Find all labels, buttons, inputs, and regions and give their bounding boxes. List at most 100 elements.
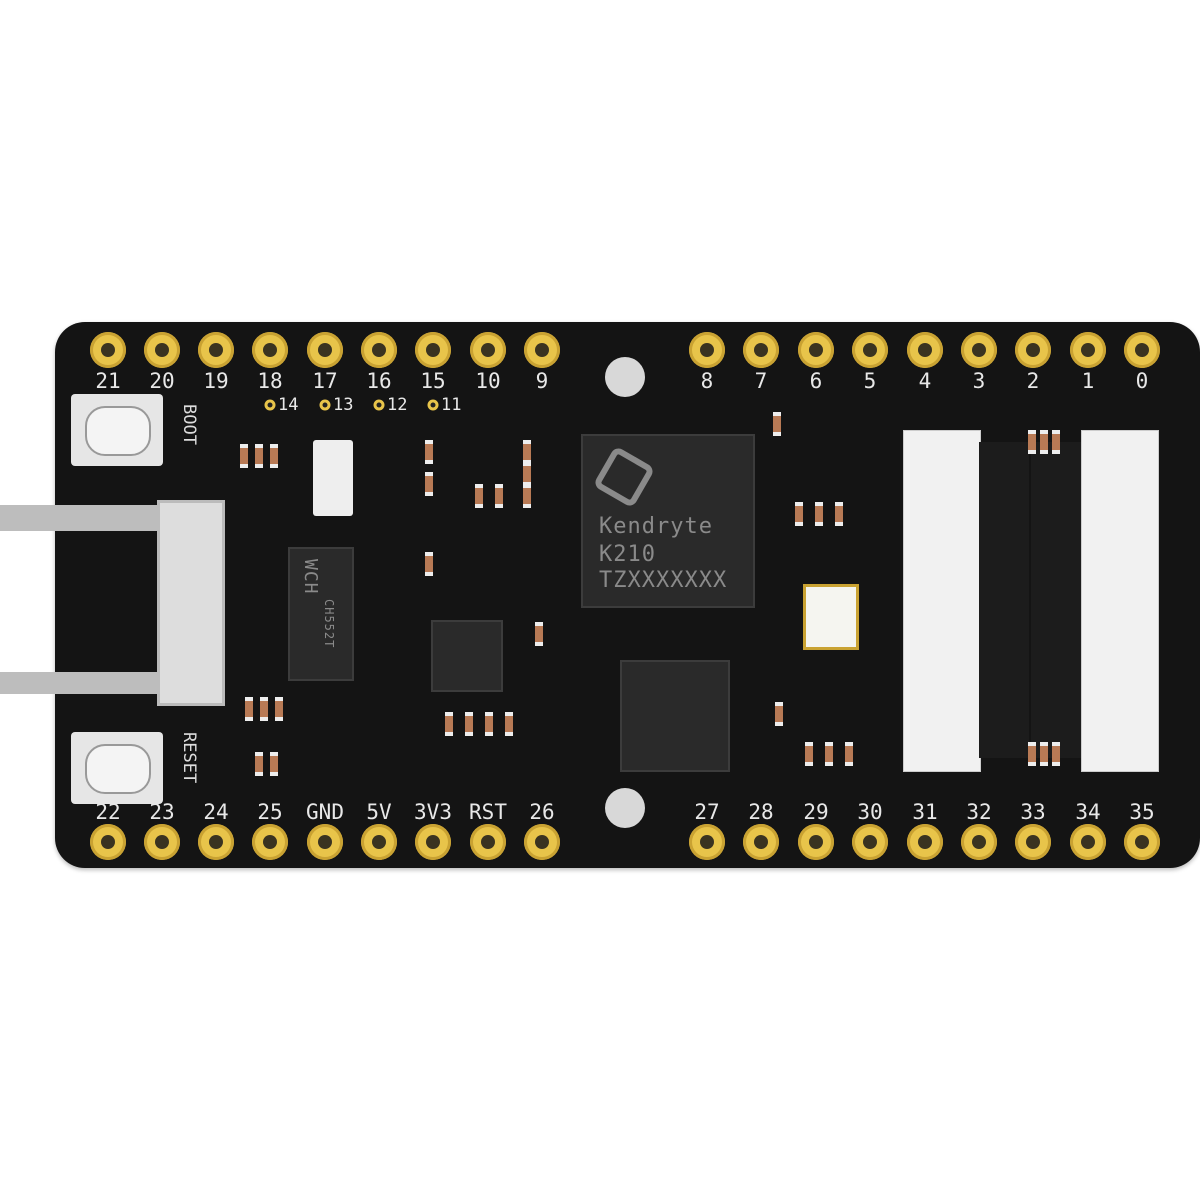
pin-pad-18[interactable] <box>252 332 288 368</box>
pin-pad-RST[interactable] <box>470 824 506 860</box>
lcd-connector[interactable] <box>1081 430 1159 772</box>
chip-model: K210 <box>599 542 656 567</box>
smd-resistor <box>1052 430 1060 454</box>
smd-resistor <box>505 712 513 736</box>
pin-pad-27[interactable] <box>689 824 725 860</box>
pin-label: 17 <box>312 369 338 393</box>
pin-pad-22[interactable] <box>90 824 126 860</box>
pin-pad-21[interactable] <box>90 332 126 368</box>
k210-chip: Kendryte K210 TZXXXXXXX <box>581 434 755 608</box>
inner-pin-label: 14 <box>278 395 299 415</box>
pin-label: 25 <box>257 800 283 824</box>
flash-chip <box>620 660 730 772</box>
pin-label: 3V3 <box>414 800 452 824</box>
smd-resistor <box>825 742 833 766</box>
pin-label: 20 <box>149 369 175 393</box>
pin-pad-17[interactable] <box>307 332 343 368</box>
smd-resistor <box>795 502 803 526</box>
pin-pad-0[interactable] <box>1124 332 1160 368</box>
pin-pad-34[interactable] <box>1070 824 1106 860</box>
pin-label: 0 <box>1135 369 1149 393</box>
wch-logo: WCH <box>300 559 321 595</box>
pin-label: 7 <box>754 369 768 393</box>
pin-pad-19[interactable] <box>198 332 234 368</box>
pin-label: 27 <box>694 800 720 824</box>
pin-label: 33 <box>1020 800 1046 824</box>
smd-resistor <box>835 502 843 526</box>
pin-label: 29 <box>803 800 829 824</box>
smd-resistor <box>523 484 531 508</box>
pin-pad-5V[interactable] <box>361 824 397 860</box>
pin-pad-15[interactable] <box>415 332 451 368</box>
smd-resistor <box>260 697 268 721</box>
inner-pin-pad-11[interactable] <box>427 399 439 411</box>
smd-resistor <box>1040 430 1048 454</box>
pin-pad-30[interactable] <box>852 824 888 860</box>
pin-pad-6[interactable] <box>798 332 834 368</box>
usb-chip-model: CH552T <box>322 599 336 649</box>
pin-pad-4[interactable] <box>907 332 943 368</box>
microphone <box>313 440 353 516</box>
smd-resistor <box>805 742 813 766</box>
pin-label: 22 <box>95 800 121 824</box>
pin-pad-3[interactable] <box>961 332 997 368</box>
kendryte-logo-icon <box>592 445 656 509</box>
smd-resistor <box>523 440 531 464</box>
usb-c-port[interactable] <box>157 500 225 706</box>
pin-label: 21 <box>95 369 121 393</box>
pin-pad-25[interactable] <box>252 824 288 860</box>
pin-pad-16[interactable] <box>361 332 397 368</box>
pin-pad-1[interactable] <box>1070 332 1106 368</box>
smd-resistor <box>495 484 503 508</box>
inner-pin-pad-14[interactable] <box>264 399 276 411</box>
smd-resistor <box>425 440 433 464</box>
pin-label: 16 <box>366 369 392 393</box>
reset-button[interactable] <box>71 732 163 804</box>
usb-shell-bottom <box>0 672 160 694</box>
smd-resistor <box>240 444 248 468</box>
pin-label: 32 <box>966 800 992 824</box>
pin-pad-GND[interactable] <box>307 824 343 860</box>
pin-pad-31[interactable] <box>907 824 943 860</box>
pin-label: 34 <box>1075 800 1101 824</box>
pin-pad-28[interactable] <box>743 824 779 860</box>
pin-pad-5[interactable] <box>852 332 888 368</box>
smd-resistor <box>1028 430 1036 454</box>
pin-pad-20[interactable] <box>144 332 180 368</box>
inner-pin-label: 11 <box>441 395 462 415</box>
pin-pad-7[interactable] <box>743 332 779 368</box>
boot-label: BOOT <box>179 404 199 445</box>
chip-brand: Kendryte <box>599 514 713 539</box>
pin-label: 31 <box>912 800 938 824</box>
smd-resistor <box>485 712 493 736</box>
smd-resistor <box>255 752 263 776</box>
pin-pad-2[interactable] <box>1015 332 1051 368</box>
inner-pin-pad-12[interactable] <box>373 399 385 411</box>
pin-pad-32[interactable] <box>961 824 997 860</box>
pin-pad-35[interactable] <box>1124 824 1160 860</box>
connector-latch <box>1031 442 1081 758</box>
pin-pad-24[interactable] <box>198 824 234 860</box>
inner-pin-label: 13 <box>333 395 354 415</box>
pin-label: 2 <box>1026 369 1040 393</box>
pin-pad-10[interactable] <box>470 332 506 368</box>
pin-pad-3V3[interactable] <box>415 824 451 860</box>
inner-pin-pad-13[interactable] <box>319 399 331 411</box>
pin-pad-8[interactable] <box>689 332 725 368</box>
pin-pad-9[interactable] <box>524 332 560 368</box>
pin-pad-23[interactable] <box>144 824 180 860</box>
ch552t-chip: WCH CH552T <box>288 547 354 681</box>
pin-pad-29[interactable] <box>798 824 834 860</box>
pin-label: GND <box>306 800 344 824</box>
pin-pad-26[interactable] <box>524 824 560 860</box>
smd-resistor <box>773 412 781 436</box>
pin-pad-33[interactable] <box>1015 824 1051 860</box>
pin-label: 5V <box>366 800 392 824</box>
mounting-hole <box>605 357 645 397</box>
smd-resistor <box>1040 742 1048 766</box>
boot-button[interactable] <box>71 394 163 466</box>
mounting-hole <box>605 788 645 828</box>
inner-pin-label: 12 <box>387 395 408 415</box>
pin-label: 15 <box>420 369 446 393</box>
camera-connector[interactable] <box>903 430 981 772</box>
